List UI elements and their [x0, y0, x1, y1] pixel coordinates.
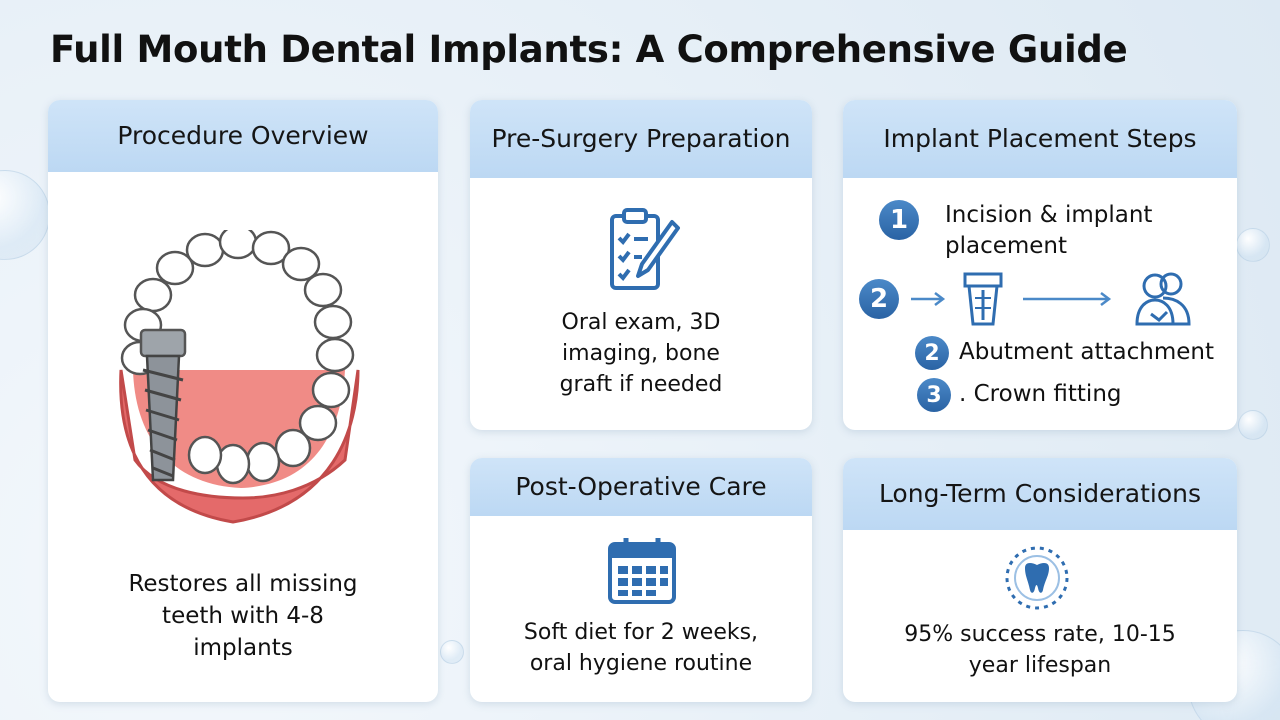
clipboard-pen-icon [610, 208, 680, 290]
step-3: 3 . Crown fitting [917, 378, 1122, 412]
decorative-bubble [1236, 228, 1270, 262]
arrow-right-icon [1023, 292, 1112, 306]
step-1: 1 Incision & implant placement [879, 200, 1175, 262]
step-2-diagram: 2 [859, 270, 1193, 328]
pre-surgery-card: Pre-Surgery Preparation Oral exam, 3D im… [470, 100, 812, 430]
step-text: Abutment attachment [959, 339, 1214, 366]
step-number: 2 [859, 279, 899, 319]
step-number: 2 [915, 336, 949, 370]
implant-post-icon [963, 272, 1003, 326]
decorative-bubble [0, 170, 50, 260]
implant-placement-header: Implant Placement Steps [843, 100, 1237, 178]
post-operative-header: Post-Operative Care [470, 458, 812, 516]
step-number: 1 [879, 200, 919, 240]
pre-surgery-text: Oral exam, 3D imaging, bone graft if nee… [559, 310, 723, 397]
page-title: Full Mouth Dental Implants: A Comprehens… [50, 28, 1128, 71]
procedure-overview-text: Restores all missing teeth with 4-8 impl… [128, 571, 358, 662]
long-term-header: Long-Term Considerations [843, 458, 1237, 530]
decorative-bubble [1238, 410, 1268, 440]
long-term-text: 95% success rate, 10-15 year lifespan [904, 622, 1176, 678]
implant-placement-card: Implant Placement Steps 1 Incision & imp… [843, 100, 1237, 430]
step-2: 2 Abutment attachment [915, 336, 1214, 370]
decorative-bubble [440, 640, 464, 664]
long-term-card: Long-Term Considerations 95% success rat… [843, 458, 1237, 702]
tooth-badge-icon [1005, 546, 1069, 610]
step-text: Incision & implant placement [945, 202, 1153, 260]
procedure-overview-card: Procedure Overview [48, 100, 438, 702]
post-operative-card: Post-Operative Care Soft diet for 2 week… [470, 458, 812, 702]
dental-arch-implant-icon [119, 230, 360, 524]
pre-surgery-header: Pre-Surgery Preparation [470, 100, 812, 178]
post-operative-text: Soft diet for 2 weeks, oral hygiene rout… [523, 620, 759, 676]
step-number: 3 [917, 378, 951, 412]
procedure-overview-header: Procedure Overview [48, 100, 438, 172]
calendar-icon [608, 538, 676, 604]
arrow-right-icon [911, 292, 946, 306]
dentist-patient-icon [1135, 272, 1191, 326]
step-text: . Crown fitting [959, 381, 1122, 408]
